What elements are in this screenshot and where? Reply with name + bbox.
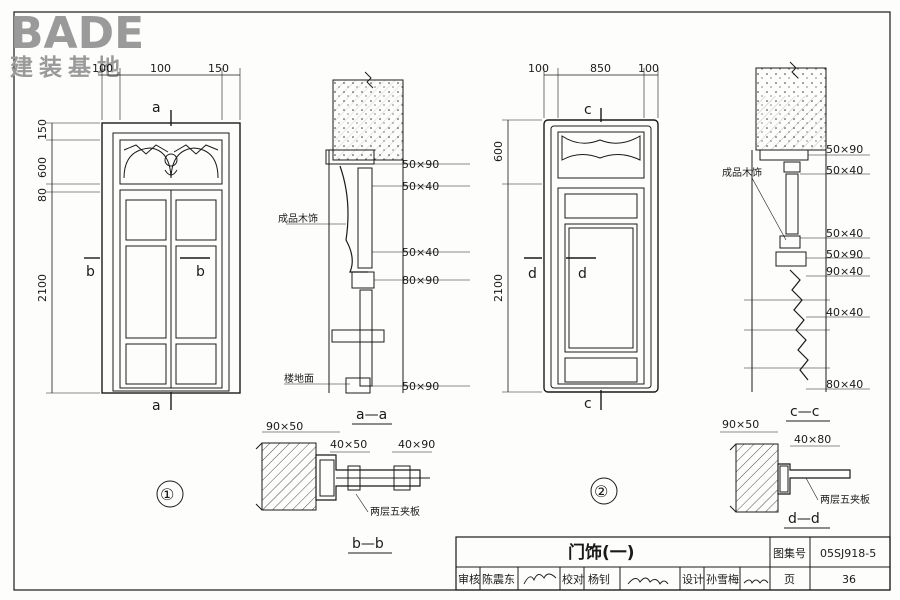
cc-label-5: 40×40 xyxy=(826,306,863,319)
door2-dim-top-2: 100 xyxy=(638,62,659,75)
door1-number-circle xyxy=(156,480,184,508)
title-block xyxy=(455,536,891,591)
section-bb-drawing xyxy=(255,431,432,513)
aa-note-0: 成品木饰 xyxy=(278,212,318,225)
door2-dim-top-1: 850 xyxy=(590,62,611,75)
brand-slogan: 建装基地 xyxy=(10,55,126,81)
door1-dim-top-2: 150 xyxy=(208,62,229,75)
cc-label-1: 50×40 xyxy=(826,164,863,177)
door1-dim-top-1: 100 xyxy=(150,62,171,75)
section-mark-a-top: a xyxy=(152,100,161,116)
door2-elevation xyxy=(543,119,659,393)
door2-section-marks: c c d d xyxy=(524,102,602,412)
section-dd-drawing xyxy=(720,431,851,513)
atlas-no: 05SJ918-5 xyxy=(820,547,876,560)
bb-label-2: 40×90 xyxy=(398,438,435,451)
page-no: 36 xyxy=(842,573,856,586)
door1-section-marks: a a b b xyxy=(84,100,210,414)
dd-label-0: 90×50 xyxy=(722,418,759,431)
aa-label-1: 50×40 xyxy=(402,180,439,193)
aa-label-2: 50×40 xyxy=(402,246,439,259)
door1-dim-top-0: 100 xyxy=(92,62,113,75)
aa-title: a—a xyxy=(356,407,387,423)
door1-dimensions: 100 100 150 150 600 80 2100 xyxy=(36,62,241,394)
check-label: 校对 xyxy=(562,572,584,586)
aa-label-4: 50×90 xyxy=(402,380,439,393)
brand-logo: BADE xyxy=(10,8,144,59)
section-mark-d-right: d xyxy=(578,266,587,282)
bb-note: 两层五夹板 xyxy=(370,505,420,518)
cc-note: 成品木饰 xyxy=(722,166,762,179)
door1-elevation xyxy=(101,122,241,394)
door1-dim-left-0: 150 xyxy=(36,119,49,140)
bb-label-0: 90×50 xyxy=(266,420,303,433)
section-cc-drawing xyxy=(744,61,870,392)
bb-title: b—b xyxy=(352,536,384,552)
door2-number: ② xyxy=(594,482,608,501)
check-name: 杨钊 xyxy=(588,572,610,586)
drawing-title: 门饰(一) xyxy=(568,542,635,563)
aa-label-0: 50×90 xyxy=(402,158,439,171)
section-mark-c-top: c xyxy=(584,102,592,118)
review-name: 陈震东 xyxy=(482,572,515,586)
cc-title: c—c xyxy=(790,404,819,420)
door2-dim-left-0: 600 xyxy=(492,141,505,162)
door2-dim-top-0: 100 xyxy=(528,62,549,75)
cc-label-4: 90×40 xyxy=(826,265,863,278)
aa-label-3: 80×90 xyxy=(402,274,439,287)
review-label: 审核 xyxy=(458,572,480,586)
section-mark-b-right: b xyxy=(196,264,205,280)
sheet-border xyxy=(13,11,891,591)
cc-label-2: 50×40 xyxy=(826,227,863,240)
section-mark-a-bottom: a xyxy=(152,398,161,414)
door2-dimensions: 100 850 100 600 2100 xyxy=(492,62,659,393)
dd-title: d—d xyxy=(788,511,820,527)
dd-label-1: 40×80 xyxy=(794,433,831,446)
design-name: 孙雪梅 xyxy=(706,572,739,586)
aa-note-1: 楼地面 xyxy=(284,372,314,385)
page-label: 页 xyxy=(784,573,795,586)
door2-number-circle xyxy=(590,477,618,505)
dd-note: 两层五夹板 xyxy=(820,493,870,506)
cc-label-3: 50×90 xyxy=(826,248,863,261)
door1-number: ① xyxy=(160,485,174,504)
door2-dim-left-1: 2100 xyxy=(492,274,505,302)
door1-dim-left-2: 80 xyxy=(36,188,49,202)
cc-label-6: 80×40 xyxy=(826,378,863,391)
atlas-no-label: 图集号 xyxy=(773,546,806,560)
door1-dim-left-1: 600 xyxy=(36,157,49,178)
bb-label-1: 40×50 xyxy=(330,438,367,451)
section-mark-d-left: d xyxy=(528,266,537,282)
section-mark-b-left: b xyxy=(86,264,95,280)
design-label: 设计 xyxy=(682,573,704,586)
door1-dim-left-3: 2100 xyxy=(36,274,49,302)
section-mark-c-bottom: c xyxy=(584,396,592,412)
section-aa-drawing xyxy=(284,71,470,394)
cc-label-0: 50×90 xyxy=(826,143,863,156)
